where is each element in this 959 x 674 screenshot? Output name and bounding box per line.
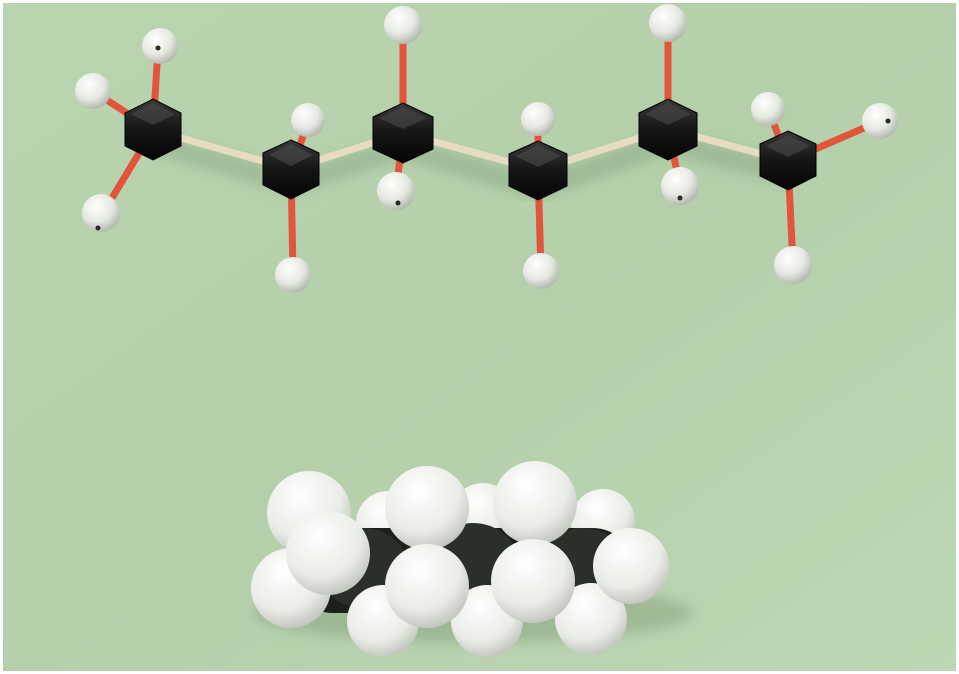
space-filling-model <box>251 461 693 657</box>
top-hydrogens <box>385 461 577 550</box>
hydrogen-sphere <box>555 583 627 655</box>
hydrogen-holes <box>95 45 891 231</box>
hydrogen-sphere <box>493 461 577 545</box>
ball-and-stick-model <box>75 4 898 293</box>
hydrogen-atom <box>521 102 555 136</box>
hydrogen-atom <box>377 172 415 210</box>
hydrogen-atom <box>661 167 699 205</box>
hydrogen-atom <box>275 257 311 293</box>
hydrogen-atom <box>774 246 812 284</box>
hydrogen-atom <box>75 73 111 109</box>
hydrogen-atom <box>523 253 559 289</box>
hydrogen-sphere <box>593 528 669 604</box>
hydrogen-sphere <box>385 544 469 628</box>
hydrogen-sphere <box>385 466 469 550</box>
carbon-highlights <box>131 103 810 167</box>
hydrogen-atom <box>82 194 120 232</box>
molecule-scene <box>3 3 956 671</box>
hydrogen-atom <box>384 6 422 44</box>
hydrogen-atom <box>751 92 785 126</box>
hydrogen-atom <box>862 103 898 139</box>
front-hydrogens <box>286 511 669 628</box>
hydrogen-atoms <box>75 4 898 293</box>
hydrogen-atom <box>649 4 687 42</box>
hydrogen-sphere <box>491 539 575 623</box>
hydrogen-sphere <box>286 511 370 595</box>
hydrogen-atom <box>142 28 178 64</box>
hydrogen-atom <box>291 103 325 137</box>
